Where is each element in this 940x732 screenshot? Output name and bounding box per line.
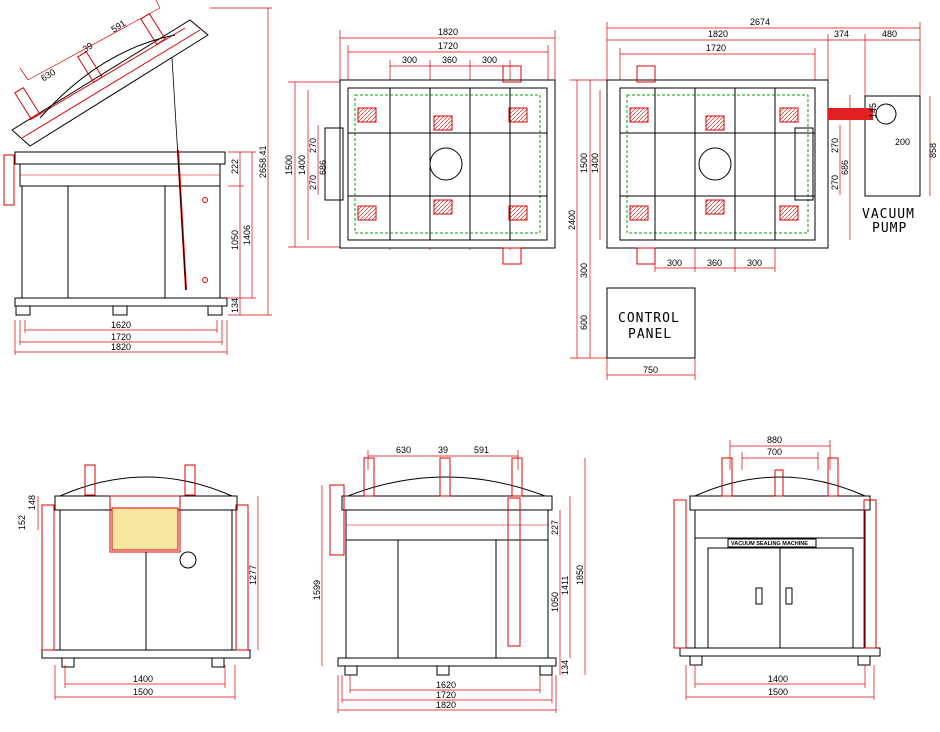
front-right-body (673, 457, 881, 657)
front-mid-arc-dim: 591 (474, 445, 489, 455)
front-mid-width-dim: 1620 (436, 680, 456, 690)
side-height-dim: 1406 (242, 225, 252, 245)
side-lid (11, 12, 209, 147)
front-mid-right-dim: 1411 (560, 576, 570, 595)
front-mid-left-dim: 1599 (312, 580, 322, 600)
front-left-view: 1400 1500 152 148 1277 (17, 464, 259, 700)
vacuum-pipe (828, 108, 873, 120)
plan-top-dim: 1820 (708, 29, 728, 39)
top-width-dim: 1820 (438, 27, 458, 37)
front-left-height-dim: 148 (27, 495, 37, 510)
top-height-dim: 270 (308, 175, 318, 190)
plan-left-dim: 300 (579, 263, 589, 278)
side-width-dims (14, 320, 228, 355)
top-width-dim: 300 (402, 55, 417, 65)
front-right-top-dim: 880 (767, 435, 782, 445)
plan-top-dim: 1720 (706, 43, 726, 53)
front-left-height-dim: 1277 (248, 565, 258, 585)
pump-dim: 145 (868, 103, 878, 118)
plan-top-dim: 480 (882, 29, 897, 39)
front-left-dims (37, 496, 259, 700)
side-body (3, 57, 228, 307)
top-height-dim: 686 (318, 160, 328, 175)
plan-right-dim: 270 (830, 138, 840, 153)
plan-left-dim: 600 (579, 315, 589, 330)
top-height-dim: 270 (308, 138, 318, 153)
top-height-dim: 1400 (297, 155, 307, 175)
side-arc-dim: 630 (39, 67, 57, 83)
front-mid-view: 630 39 591 (312, 445, 586, 713)
plan-right-dim: 858 (928, 143, 938, 158)
machine-plate (727, 538, 817, 548)
front-mid-right-dim: 1850 (575, 565, 585, 585)
plan-bottom-dim: 360 (707, 258, 722, 268)
front-mid-right-dim: 1050 (550, 592, 560, 612)
top-frame (324, 65, 556, 265)
front-mid-right-dim: 134 (560, 660, 570, 675)
vacuum-pump-label: VACUUM (862, 207, 915, 222)
top-width-dim: 300 (482, 55, 497, 65)
front-left-wheels (61, 657, 225, 668)
side-arc-dim: 39 (81, 40, 95, 54)
top-height-dim: 1500 (284, 155, 294, 175)
control-panel-label: PANEL (628, 327, 672, 342)
side-arc-dim: 591 (109, 18, 127, 34)
side-wheels (15, 305, 223, 316)
front-left-body (41, 464, 251, 659)
side-view: 630 39 591 (3, 0, 272, 355)
front-mid-width-dim: 1820 (436, 700, 456, 710)
side-height-dim: 1050 (230, 230, 240, 250)
front-right-width-dims (685, 665, 875, 700)
plan-left-dim: 2400 (567, 210, 577, 230)
front-mid-width-dim: 1720 (436, 690, 456, 700)
front-right-width-dim: 1400 (768, 674, 788, 684)
top-clamps (357, 107, 528, 221)
plan-right-dim: 686 (840, 160, 850, 175)
front-mid-wheels (344, 665, 553, 676)
side-width-dim: 1620 (111, 320, 131, 330)
front-right-top-dims (729, 440, 831, 470)
pump-dim: 200 (895, 137, 910, 147)
plan-left-dim: 1500 (579, 153, 589, 173)
front-mid-body (329, 457, 557, 667)
side-height-dim: 134 (230, 298, 240, 313)
plan-bottom-dim: 300 (747, 258, 762, 268)
front-right-view: 880 700 VACUUM SEALING MACHINE (673, 435, 881, 700)
top-view: 1820 1720 300 360 300 1500 1400 270 686 … (284, 27, 556, 265)
vacuum-pump-label: PUMP (872, 221, 907, 236)
front-mid-top-dims (367, 450, 519, 470)
plan-bottom-dim: 300 (667, 258, 682, 268)
side-width-dim: 1720 (111, 332, 131, 342)
plan-top-dim: 2674 (750, 17, 770, 27)
front-left-width-dim: 1400 (133, 674, 153, 684)
panel-width-dim: 750 (643, 365, 658, 375)
plan-left-dim: 1400 (590, 153, 600, 173)
front-right-width-dim: 1500 (768, 687, 788, 697)
plan-view: 2674 1820 374 480 1720 300 360 300 1500 … (567, 17, 938, 380)
side-height-dim: 222 (230, 159, 240, 174)
plan-top-dim: 374 (834, 29, 849, 39)
top-width-dim: 360 (442, 55, 457, 65)
front-left-height-dim: 152 (17, 515, 27, 530)
front-right-wheels (689, 655, 871, 666)
control-panel-label: CONTROL (618, 311, 680, 326)
side-height-dims (210, 7, 272, 316)
side-height-dim: 2658.41 (258, 145, 268, 178)
plan-right-dim: 270 (830, 175, 840, 190)
front-mid-side-dims (321, 458, 586, 713)
top-width-dim: 1720 (438, 41, 458, 51)
plan-clamps (629, 107, 799, 221)
side-width-dim: 1820 (111, 342, 131, 352)
front-mid-arc-dim: 39 (438, 445, 448, 455)
front-right-top-dim: 700 (767, 447, 782, 457)
side-arc-dims (19, 0, 161, 81)
front-left-width-dim: 1500 (133, 687, 153, 697)
machine-plate-text: VACUUM SEALING MACHINE (731, 541, 808, 547)
front-mid-arc-dim: 630 (396, 445, 411, 455)
front-mid-right-dim: 227 (550, 520, 560, 535)
